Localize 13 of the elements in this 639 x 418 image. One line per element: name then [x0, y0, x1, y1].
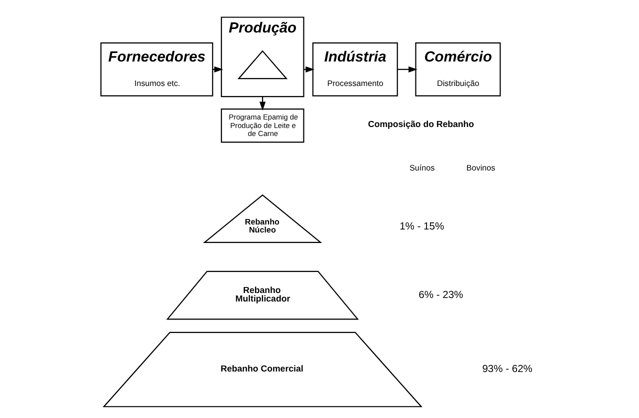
arrow	[398, 66, 418, 72]
label: Composição do Rebanho	[368, 119, 474, 130]
node-box: Fornecedores Insumos etc.	[100, 42, 214, 96]
label: Suínos	[409, 164, 435, 173]
node-box: Indústria Processamento	[312, 42, 398, 96]
label: Bovinos	[466, 164, 496, 173]
label: 93% - 62%	[482, 364, 532, 376]
label: 1% - 15%	[400, 221, 444, 232]
node-triangle	[237, 50, 288, 80]
cluster: Produção	[220, 16, 304, 98]
node-box: Programa Epamig de Produção de Leite e de Carne	[220, 108, 304, 143]
node-box: Comércio Distribuição	[415, 42, 501, 96]
label: 6% - 23%	[418, 290, 464, 302]
